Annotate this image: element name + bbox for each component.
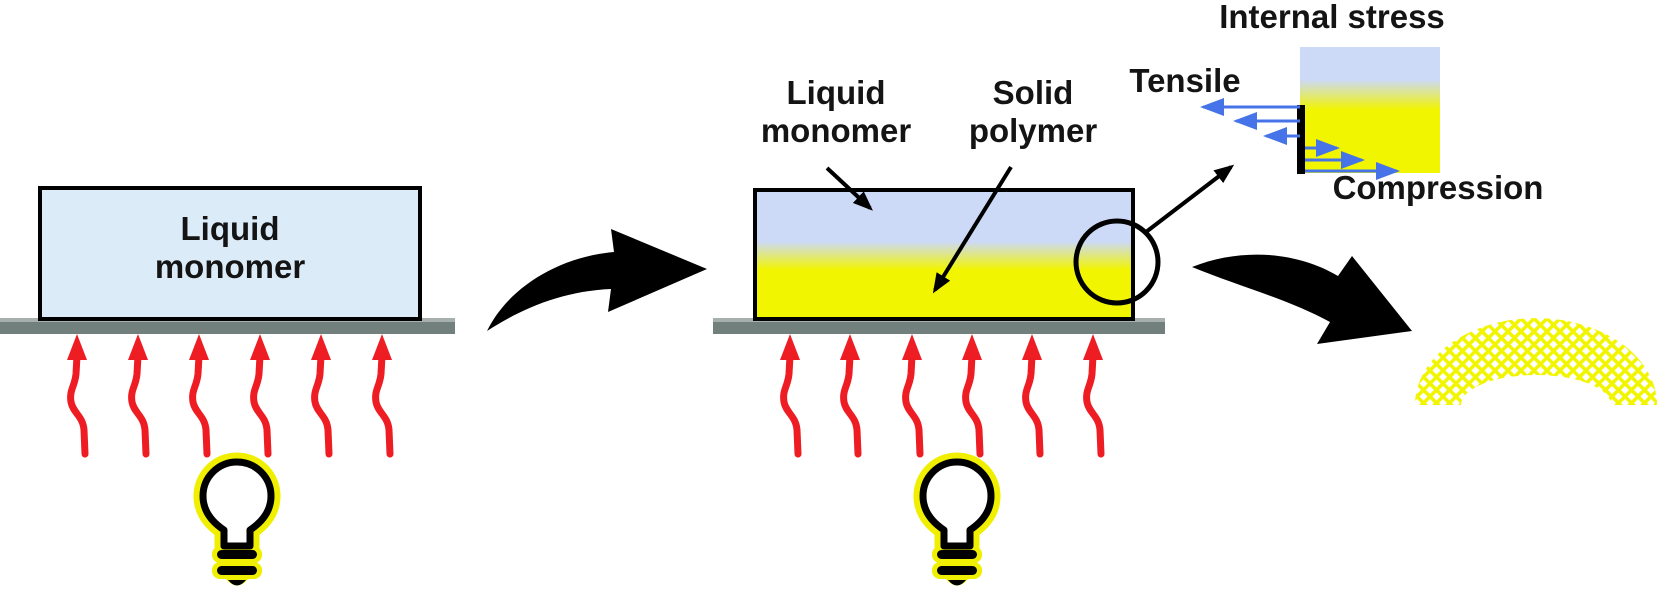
stage1-group: Liquid monomer xyxy=(0,186,455,586)
uv-light-arrows-left xyxy=(67,334,392,454)
uv-ray-icon xyxy=(189,334,209,454)
uv-ray-icon xyxy=(372,334,392,454)
stage1-label-line1: Liquid xyxy=(181,210,280,247)
process-arrow-2 xyxy=(1192,254,1412,344)
compression-arrows xyxy=(1305,139,1400,180)
stage2-liquid-label-line1: Liquid xyxy=(787,74,886,111)
stage2-group: Liquid monomer Solid polymer xyxy=(713,74,1235,586)
warped-polymer-arch xyxy=(1415,318,1657,405)
stage2-solid-label-line2: polymer xyxy=(969,112,1098,149)
internal-stress-inset: Internal stress Tensile Compression xyxy=(1129,0,1543,206)
magnifier-circle xyxy=(1073,218,1161,306)
process-arrow-1 xyxy=(487,229,707,331)
uv-ray-icon xyxy=(840,334,860,454)
uv-ray-icon xyxy=(311,334,331,454)
uv-ray-icon xyxy=(1022,334,1042,454)
stage2-liquid-label-line2: monomer xyxy=(761,112,912,149)
curing-block xyxy=(753,188,1135,321)
uv-ray-icon xyxy=(902,334,922,454)
stage1-label-line2: monomer xyxy=(155,248,306,285)
tensile-label: Tensile xyxy=(1129,62,1240,99)
liquid-label-pointer-arrow xyxy=(825,166,873,211)
solid-label-pointer-arrow xyxy=(932,165,1013,294)
tensile-arrows xyxy=(1200,98,1300,145)
uv-ray-icon xyxy=(250,334,270,454)
stage2-solid-label-line1: Solid xyxy=(993,74,1074,111)
uv-ray-icon xyxy=(128,334,148,454)
uv-ray-icon xyxy=(962,334,982,454)
uv-ray-icon xyxy=(67,334,87,454)
light-bulb-icon xyxy=(203,462,271,586)
uv-ray-icon xyxy=(780,334,800,454)
neutral-axis-line xyxy=(1297,105,1305,174)
uv-light-arrows-middle xyxy=(780,334,1103,454)
liquid-monomer-block xyxy=(38,186,422,321)
internal-stress-title: Internal stress xyxy=(1219,0,1445,35)
uv-ray-icon xyxy=(1083,334,1103,454)
compression-label: Compression xyxy=(1333,169,1544,206)
light-bulb-icon xyxy=(923,462,991,586)
stress-layer-block xyxy=(1300,47,1440,173)
zoom-pointer-arrow xyxy=(1144,164,1235,234)
